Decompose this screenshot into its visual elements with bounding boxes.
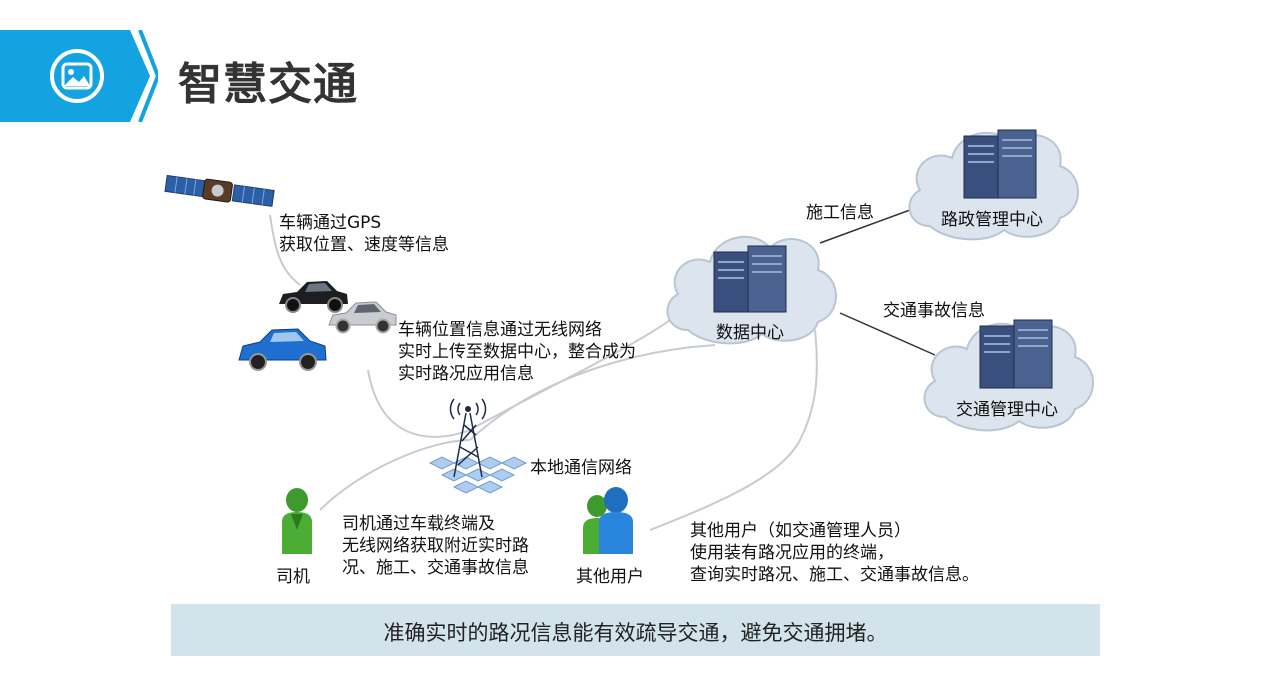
driver-label: 司机 (276, 567, 310, 587)
driver-text-line-3: 况、施工、交通事故信息 (342, 558, 529, 578)
driver-text-line-2: 无线网络获取附近实时路 (342, 536, 529, 556)
road-admin-servers-icon (963, 129, 1037, 199)
summary-text: 准确实时的路况信息能有效疏导交通，避免交通拥堵。 (383, 621, 888, 645)
gps-text-line-1: 车辆通过GPS (279, 213, 382, 233)
gps-text: 车辆通过GPS 获取位置、速度等信息 (279, 212, 449, 256)
traffic-admin-label: 交通管理中心 (956, 400, 1058, 420)
traffic-admin-servers-icon (979, 319, 1053, 389)
other-users-text-line-1: 其他用户（如交通管理人员） (690, 521, 911, 541)
blue-car-icon (238, 328, 327, 371)
header-band (0, 30, 130, 122)
driver-text: 司机通过车载终端及 无线网络获取附近实时路 况、施工、交通事故信息 (342, 513, 529, 579)
other-users-text-line-2: 使用装有路况应用的终端， (690, 543, 894, 563)
driver-text-line-1: 司机通过车载终端及 (342, 514, 495, 534)
cell-tower-icon (428, 398, 528, 494)
construction-info-label: 施工信息 (806, 203, 874, 223)
data-center-servers-icon (713, 245, 787, 313)
upload-text-line-1: 车辆位置信息通过无线网络 (398, 320, 602, 340)
page-title: 智慧交通 (178, 59, 358, 110)
driver-person-icon (282, 488, 312, 554)
black-car-icon (279, 281, 348, 313)
gps-text-line-2: 获取位置、速度等信息 (279, 235, 449, 255)
summary-bar: 准确实时的路况信息能有效疏导交通，避免交通拥堵。 (171, 604, 1100, 656)
other-users-icon (583, 487, 633, 554)
other-users-text: 其他用户（如交通管理人员） 使用装有路况应用的终端， 查询实时路况、施工、交通事… (690, 520, 979, 586)
accident-info-label: 交通事故信息 (883, 301, 985, 321)
upload-text: 车辆位置信息通过无线网络 实时上传至数据中心，整合成为 实时路况应用信息 (398, 319, 636, 385)
road-admin-label: 路政管理中心 (941, 210, 1043, 230)
upload-text-line-3: 实时路况应用信息 (398, 364, 534, 384)
upload-text-line-2: 实时上传至数据中心，整合成为 (398, 342, 636, 362)
local-network-label: 本地通信网络 (530, 458, 632, 478)
silver-car-icon (328, 301, 397, 334)
satellite-icon (164, 175, 275, 207)
image-icon (50, 49, 104, 103)
other-users-text-line-3: 查询实时路况、施工、交通事故信息。 (690, 565, 979, 585)
data-center-label: 数据中心 (716, 323, 784, 343)
other-users-label: 其他用户 (576, 567, 644, 587)
header-chevron (118, 30, 158, 122)
